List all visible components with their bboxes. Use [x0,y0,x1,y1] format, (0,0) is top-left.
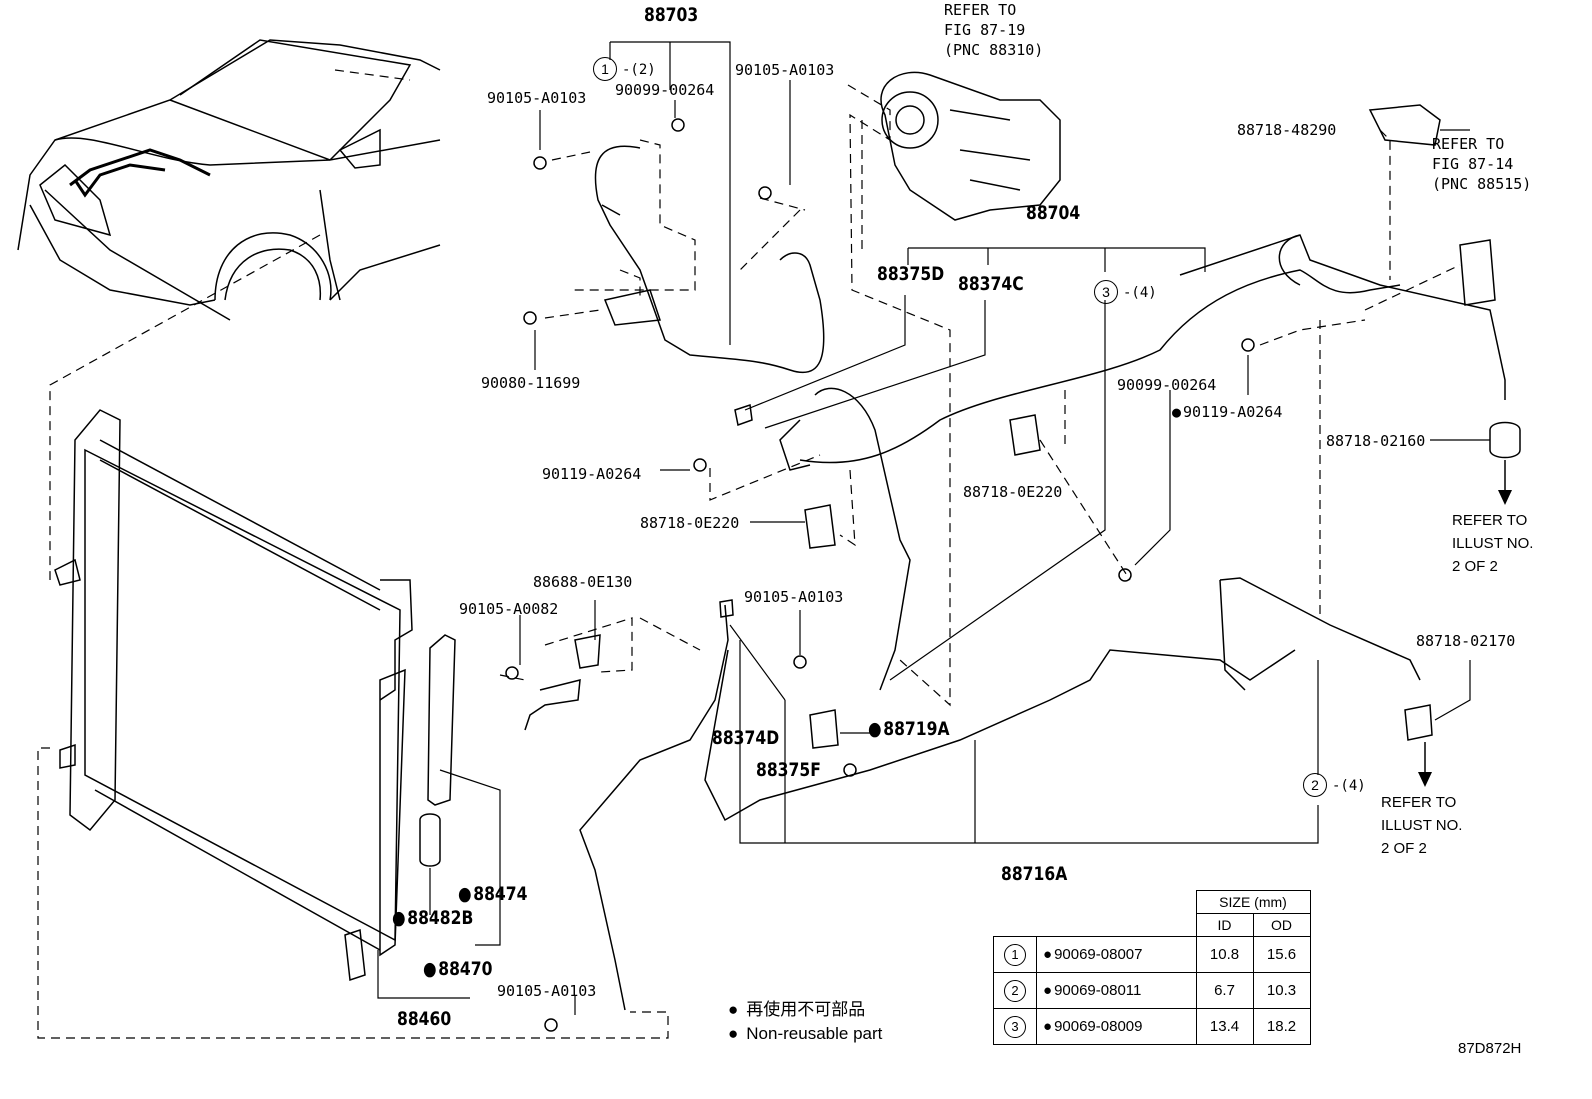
part-label-88703: 88703 [644,4,699,26]
legend-item-en: Non-reusable part [728,1022,882,1046]
row-part-number: 90069-08009 [1036,1008,1197,1045]
hose-88703-drawing [594,145,825,374]
part-label-90105-a0103-1: 90105-A0103 [487,89,587,107]
callout-oring-3-qty: -(4) [1123,285,1157,301]
part-label-88375D: 88375D [877,263,945,285]
table-header-od: OD [1252,913,1311,937]
part-label-90099-00264-2: 90099-00264 [1117,376,1217,394]
row-id: 6.7 [1195,972,1254,1009]
row-part-number: 90069-08007 [1036,936,1197,973]
callout-oring-1: 1 [593,57,617,81]
filter-element-drawing [419,634,456,867]
part-label-90105-a0103-2: 90105-A0103 [735,61,835,79]
part-label-88460: 88460 [397,1008,452,1030]
legend-item-jp: 再使用不可部品 [728,998,882,1022]
row-id: 13.4 [1195,1008,1254,1045]
part-label-88704: 88704 [1026,202,1081,224]
part-label-90119-a0264-2: 90119-A0264 [542,465,642,483]
refer-note-muffler: REFER TO FIG 87-14 (PNC 88515) [1432,135,1532,193]
part-label-88718-02170: 88718-02170 [1416,632,1516,650]
vehicle-outline [17,39,441,321]
refer-arrows [1424,460,1506,780]
pipe-88716A-drawing [579,577,1421,1011]
callout-oring-2-qty: -(4) [1332,778,1366,794]
part-label-88374C: 88374C [958,273,1024,295]
part-label-88718-0e220-1: 88718-0E220 [963,483,1063,501]
clips-and-bolts [505,104,1521,1032]
row-od: 18.2 [1252,1008,1311,1045]
part-label-88719A: 88719A [868,720,949,739]
table-header-size: SIZE (mm) [1195,890,1311,914]
table-row: 2 90069-08011 6.7 10.3 [993,972,1311,1009]
row-od: 10.3 [1252,972,1311,1009]
part-label-88718-48290: 88718-48290 [1237,121,1337,139]
hose-88704-drawing [779,234,1506,691]
row-id: 10.8 [1195,936,1254,973]
leader-lines [377,41,1490,1015]
illustration-code: 87D872H [1458,1040,1522,1057]
callout-oring-2: 2 [1303,773,1327,797]
part-label-88718-02160: 88718-02160 [1326,432,1426,450]
part-label-90080-11699: 90080-11699 [481,374,581,392]
part-label-90099-00264-1: 90099-00264 [615,81,715,99]
part-label-88470: 88470 [423,960,492,979]
legend: 再使用不可部品 Non-reusable part [728,998,882,1046]
part-label-88688-0e130: 88688-0E130 [533,573,633,591]
part-label-88375F: 88375F [756,759,821,781]
table-header-id: ID [1195,913,1254,937]
part-label-90119-a0264-1: 90119-A0264 [1172,403,1282,421]
refer-note-illust-2: REFER TO ILLUST NO. 2 OF 2 [1381,794,1463,857]
row-part-number: 90069-08011 [1036,972,1197,1009]
callout-oring-1-qty: -(2) [622,62,656,78]
oring-size-table: SIZE (mm) ID OD 1 90069-08007 10.8 15.6 … [993,890,1311,1045]
part-label-88716A: 88716A [1001,863,1068,885]
part-label-90105-a0103-3: 90105-A0103 [744,588,844,606]
part-label-88374D: 88374D [712,727,780,749]
refer-note-compressor: REFER TO FIG 87-19 (PNC 88310) [944,1,1044,59]
row-number: 2 [1004,979,1026,1002]
callout-oring-3: 3 [1094,280,1118,304]
row-number: 3 [1004,1015,1026,1038]
dashed-relation-lines [37,69,1461,1039]
part-label-88482B: 88482B [392,909,473,928]
row-od: 15.6 [1252,936,1311,973]
part-label-88474: 88474 [458,885,527,904]
part-label-88718-0e220-2: 88718-0E220 [640,514,740,532]
table-row: 1 90069-08007 10.8 15.6 [993,936,1311,973]
condenser-drawing [54,409,413,982]
refer-note-illust-1: REFER TO ILLUST NO. 2 OF 2 [1452,512,1534,575]
part-label-90105-a0103-4: 90105-A0103 [497,982,597,1000]
row-number: 1 [1004,943,1026,966]
table-row: 3 90069-08009 13.4 18.2 [993,1008,1311,1045]
compressor-drawing [880,71,1061,221]
part-label-90105-a0082: 90105-A0082 [459,600,559,618]
